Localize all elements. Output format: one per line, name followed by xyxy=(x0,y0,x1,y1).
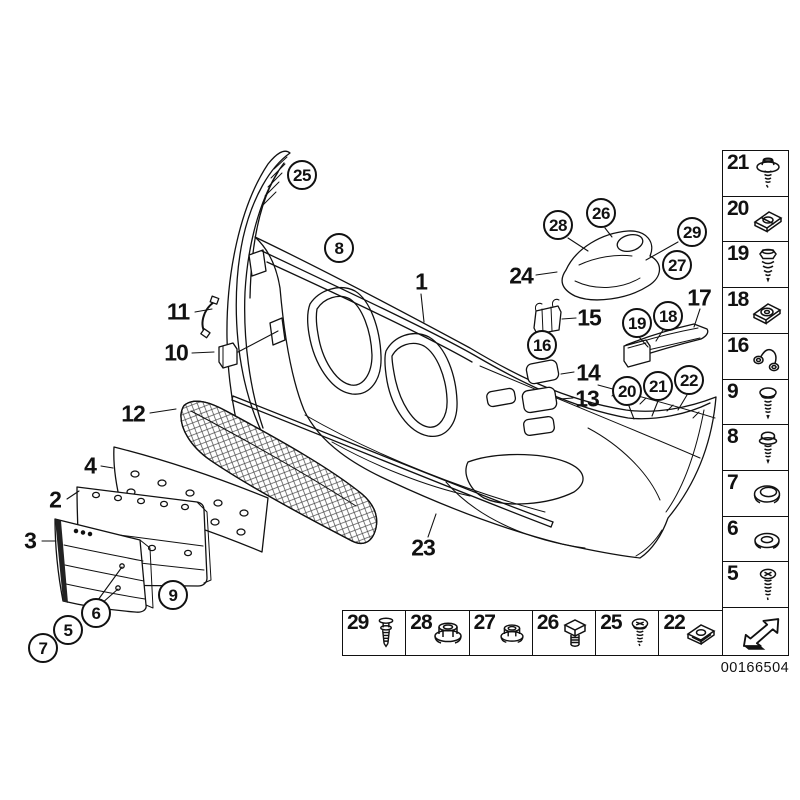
label-11[interactable]: 11 xyxy=(166,298,190,325)
part-box-19[interactable]: 19 xyxy=(722,241,789,289)
pan-head-screw-icon xyxy=(631,618,649,647)
part-box-9[interactable]: 9 xyxy=(722,378,789,426)
label-13[interactable]: 13 xyxy=(575,385,600,412)
cable-clip-icon xyxy=(753,348,780,372)
part-box-25[interactable]: 25 xyxy=(595,610,661,657)
small-bracket xyxy=(533,298,562,335)
direction-arrow-box xyxy=(722,607,789,657)
diagram-id: 00166504 xyxy=(720,660,790,676)
callout-26[interactable]: 26 xyxy=(586,198,616,228)
hex-screw-washer-icon xyxy=(756,157,780,188)
part-box-20[interactable]: 20 xyxy=(722,195,789,243)
headlight-washer-cover xyxy=(561,230,661,301)
part-box-7[interactable]: 7 xyxy=(722,469,789,518)
label-23[interactable]: 23 xyxy=(411,534,436,561)
mesh-grille xyxy=(180,400,378,545)
label-4[interactable]: 4 xyxy=(84,452,97,479)
label-24[interactable]: 24 xyxy=(509,262,534,289)
part-box-18[interactable]: 18 xyxy=(722,287,789,335)
label-3[interactable]: 3 xyxy=(24,527,37,554)
label-2[interactable]: 2 xyxy=(49,486,62,513)
leader-lines xyxy=(41,227,701,605)
callout-7[interactable]: 7 xyxy=(28,633,58,663)
callout-5[interactable]: 5 xyxy=(53,615,83,645)
callout-21[interactable]: 21 xyxy=(643,371,673,401)
body-clip-nut-icon xyxy=(752,303,782,325)
callout-8[interactable]: 8 xyxy=(324,233,354,263)
part-box-22[interactable]: 22 xyxy=(658,610,724,657)
part-box-21[interactable]: 21 xyxy=(722,150,789,198)
callout-22[interactable]: 22 xyxy=(674,365,704,395)
label-10[interactable]: 10 xyxy=(164,339,189,366)
gasket-13 xyxy=(521,386,558,414)
part-box-29[interactable]: 29 xyxy=(342,610,407,657)
callout-28[interactable]: 28 xyxy=(543,210,573,240)
collar-screw-icon xyxy=(758,431,778,465)
label-17[interactable]: 17 xyxy=(687,284,712,311)
expansion-rivet-icon xyxy=(378,617,394,648)
part-box-16[interactable]: 16 xyxy=(722,332,789,381)
part-box-8[interactable]: 8 xyxy=(722,424,789,472)
flange-nut-icon xyxy=(434,622,462,644)
callout-6[interactable]: 6 xyxy=(81,598,111,628)
hardware-column: 21 20 19 18 xyxy=(722,150,789,657)
part-box-27[interactable]: 27 xyxy=(468,610,534,657)
label-1[interactable]: 1 xyxy=(415,268,428,295)
self-tapping-screw-icon xyxy=(759,249,777,283)
clip-and-hook xyxy=(200,295,238,369)
hardware-row: 29 28 27 xyxy=(342,610,724,657)
callout-27[interactable]: 27 xyxy=(662,250,692,280)
pan-head-screw-icon xyxy=(759,386,777,420)
washer-icon xyxy=(754,532,780,549)
callout-20[interactable]: 20 xyxy=(612,376,642,406)
part-box-26[interactable]: 26 xyxy=(531,610,597,657)
trim-strip xyxy=(231,395,554,528)
sheet-metal-clip-icon xyxy=(686,624,716,646)
callout-29[interactable]: 29 xyxy=(677,217,707,247)
callout-9[interactable]: 9 xyxy=(158,580,188,610)
hex-bolt-icon xyxy=(563,619,587,647)
label-12[interactable]: 12 xyxy=(121,400,146,427)
phillips-screw-icon xyxy=(759,568,777,601)
part-box-5[interactable]: 5 xyxy=(722,561,789,609)
gasket-14 xyxy=(525,359,560,385)
grommet-icon xyxy=(753,485,781,504)
part-box-6[interactable]: 6 xyxy=(722,515,789,563)
callout-19[interactable]: 19 xyxy=(622,308,652,338)
sheet-metal-nut-icon xyxy=(753,210,783,233)
direction-arrow-icon xyxy=(743,618,780,650)
callout-18[interactable]: 18 xyxy=(653,301,683,331)
label-15[interactable]: 15 xyxy=(577,304,602,331)
license-plate-filler xyxy=(54,518,154,613)
part-box-28[interactable]: 28 xyxy=(405,610,471,657)
label-14[interactable]: 14 xyxy=(576,359,601,386)
callout-25[interactable]: 25 xyxy=(287,160,317,190)
flange-nut-icon xyxy=(500,624,525,644)
callout-16[interactable]: 16 xyxy=(527,330,557,360)
support-bracket xyxy=(623,323,709,368)
